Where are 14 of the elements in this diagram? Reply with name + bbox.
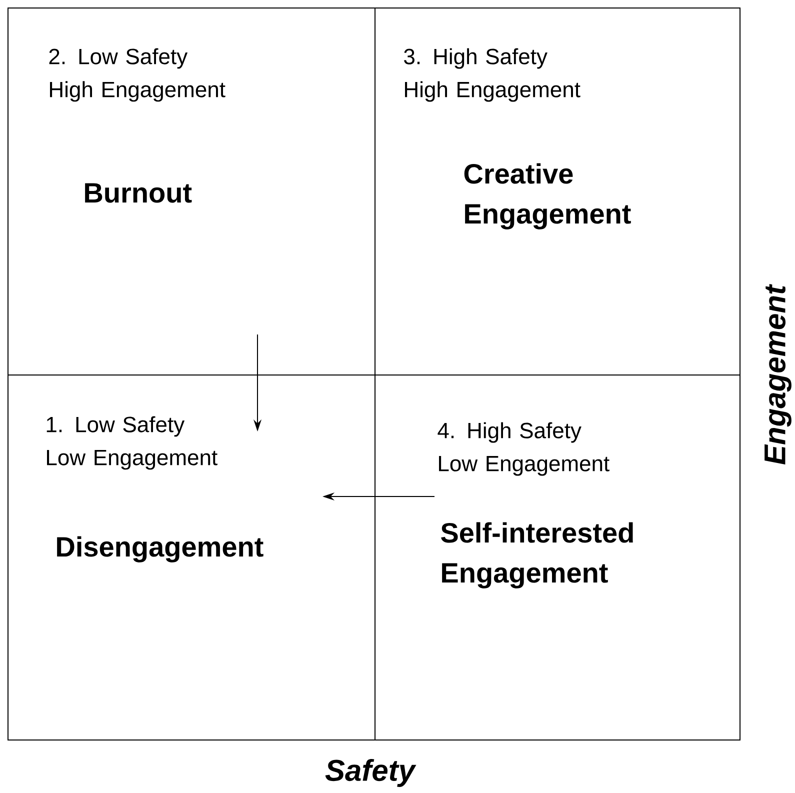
quadrant-heading: 2. Low Safety High Engagement [49,48,226,102]
quadrant-box [374,374,741,741]
quadrant-heading: 1. Low Safety Low Engagement [46,416,218,470]
quadrant-title: Self-interested Engagement [441,522,633,588]
quadrant-heading: 3. High Safety High Engagement [404,48,580,102]
quadrant-box [8,8,376,376]
quadrant-box [374,8,741,376]
axis-label: Engagement [764,284,792,464]
quadrant-title: Burnout [85,183,192,203]
quadrant-box [8,374,376,741]
quadrant-title: Disengagement [57,536,264,562]
quadrant-heading: 4. High Safety Low Engagement [438,422,610,476]
quadrant-title: Creative Engagement [464,163,631,230]
axis-label: Safety [325,759,416,787]
